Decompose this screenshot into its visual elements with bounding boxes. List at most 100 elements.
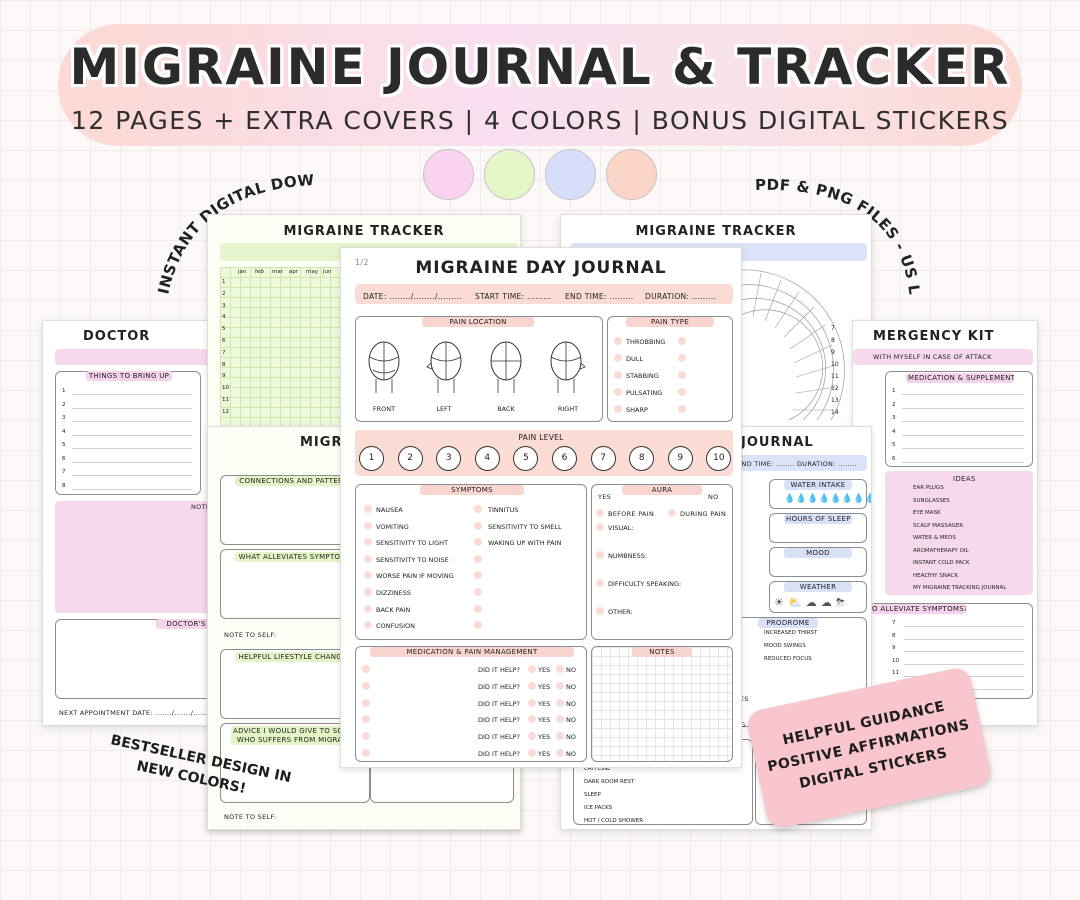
yes-label: YES (538, 716, 551, 725)
helpful-label: HELPFUL LIFESTYLE CHANGES (235, 652, 355, 662)
emergency-sub: WITH MYSELF IN CASE OF ATTACK (873, 353, 992, 361)
write-line (904, 626, 1024, 627)
write-line (904, 651, 1024, 652)
emergency-title: MERGENCY KIT (873, 329, 995, 344)
aura-item: VISUAL: (608, 524, 634, 532)
row-number: 8 (222, 361, 226, 368)
line-number: 4 (62, 428, 66, 435)
yes-checkbox (528, 715, 536, 724)
relief-item: CAFFEINE (584, 766, 611, 772)
aura-item: NUMBNESS: (608, 552, 648, 560)
med-checkbox (362, 681, 370, 690)
symptom-checkbox-2 (474, 571, 482, 580)
water-drops-icon: 💧💧💧💧💧💧💧💧 (784, 494, 872, 504)
medication-box: MEDICATION & PAIN MANAGEMENT DID IT HELP… (355, 646, 587, 762)
no-label: NO (566, 666, 576, 674)
radial-number: 7 (831, 325, 835, 332)
row-number: 2 (222, 290, 226, 297)
pain-type-checkbox (614, 354, 622, 362)
page-title: MIGRAINE JOURNAL & TRACKER (69, 38, 1011, 96)
yes-label: YES (538, 733, 551, 742)
color-swatch-pink (423, 149, 474, 200)
next-appointment: NEXT APPOINTMENT DATE: ......./......./.… (59, 709, 213, 717)
radial-number: 14 (831, 409, 839, 416)
line-number: 5 (62, 442, 66, 448)
pain-type-label: PAIN TYPE (626, 317, 714, 327)
aura-box: AURA YES NO BEFORE PAIN DURING PAIN VISU… (591, 484, 733, 640)
pain-level-3: 3 (436, 446, 462, 471)
connections-label: CONNECTIONS AND PATTERN (235, 476, 353, 486)
pain-type-item: SHARP (626, 406, 648, 414)
notes-label: NOTE (191, 503, 211, 511)
med-checkbox (362, 665, 370, 673)
start-time-field: START TIME: ......... (475, 292, 552, 301)
radial-tracker (741, 269, 845, 421)
relief-item: HOT / COLD SHOWER (584, 818, 644, 824)
aura-checkbox (596, 579, 604, 587)
prodrome-label: PRODROME (758, 618, 818, 628)
write-line (72, 475, 192, 476)
line-number: 10 (892, 657, 899, 664)
pain-type-checkbox-2 (678, 337, 686, 345)
head-view-label: RIGHT (557, 405, 579, 413)
symptom-checkbox-2 (474, 588, 482, 596)
relief-item: DARK ROOM REST (584, 779, 635, 785)
pain-level-8: 8 (629, 446, 655, 471)
duration-right: DURATION: ........ (797, 460, 858, 468)
relief-item: SLEEP (584, 792, 601, 798)
page-subtitle: 12 PAGES + EXTRA COVERS | 4 COLORS | BON… (70, 106, 1010, 135)
did-it-help: DID IT HELP? (478, 666, 520, 674)
radial-number: 8 (831, 337, 835, 344)
symptom-checkbox (364, 505, 372, 513)
migraine-day-journal-page: 1/2 MIGRAINE DAY JOURNAL DATE: ......../… (340, 247, 742, 768)
idea-item: EYE MASK (913, 510, 941, 516)
no-checkbox (556, 749, 564, 757)
right-journal-title: JOURNAL (741, 435, 814, 450)
med-checkbox (362, 715, 370, 724)
line-number: 9 (892, 645, 896, 651)
row-number: 6 (222, 338, 226, 344)
med-checkbox (362, 698, 370, 707)
head-view-label: FRONT (372, 405, 396, 413)
row-number: 9 (222, 373, 226, 380)
header-banner (58, 24, 1022, 146)
yes-checkbox (528, 732, 536, 741)
aura-label: AURA (622, 485, 702, 495)
radial-number: 10 (831, 361, 839, 368)
write-line (902, 421, 1024, 422)
notes-box: NOTES (591, 646, 733, 762)
write-line (902, 394, 1024, 395)
date-bar (355, 284, 733, 304)
line-number: 6 (892, 455, 896, 462)
aura-before: BEFORE PAIN (608, 510, 655, 518)
pain-location-label: PAIN LOCATION (422, 317, 534, 327)
did-it-help: DID IT HELP? (478, 682, 520, 691)
symptom-item: DIZZINESS (376, 589, 411, 597)
end-time-field: END TIME: ......... (565, 292, 634, 301)
things-label: THINGS TO BRING UP (86, 371, 172, 381)
aura-item: DIFFICULTY SPEAKING: (608, 580, 682, 588)
write-line (904, 638, 1024, 640)
no-label: NO (566, 682, 576, 691)
yes-label: YES (538, 666, 551, 674)
did-it-help: DID IT HELP? (478, 733, 520, 742)
symptom-checkbox (364, 554, 372, 563)
did-it-help: DID IT HELP? (478, 750, 520, 758)
symptom-item: WORSE PAIN IF MOVING (376, 572, 454, 581)
month-label: jun (323, 269, 332, 275)
pain-type-checkbox (614, 388, 622, 396)
radial-number: 11 (831, 373, 839, 380)
idea-item: AROMATHERAPY OIL (913, 547, 969, 554)
pain-type-checkbox-2 (678, 354, 686, 362)
doctors-label: DOCTOR'S (156, 619, 216, 629)
yes-checkbox (528, 749, 536, 757)
color-swatch-green (484, 149, 535, 200)
symptom-checkbox (364, 604, 372, 613)
symptom-item: SENSITIVITY TO SMELL (488, 522, 562, 531)
write-line (72, 434, 192, 436)
